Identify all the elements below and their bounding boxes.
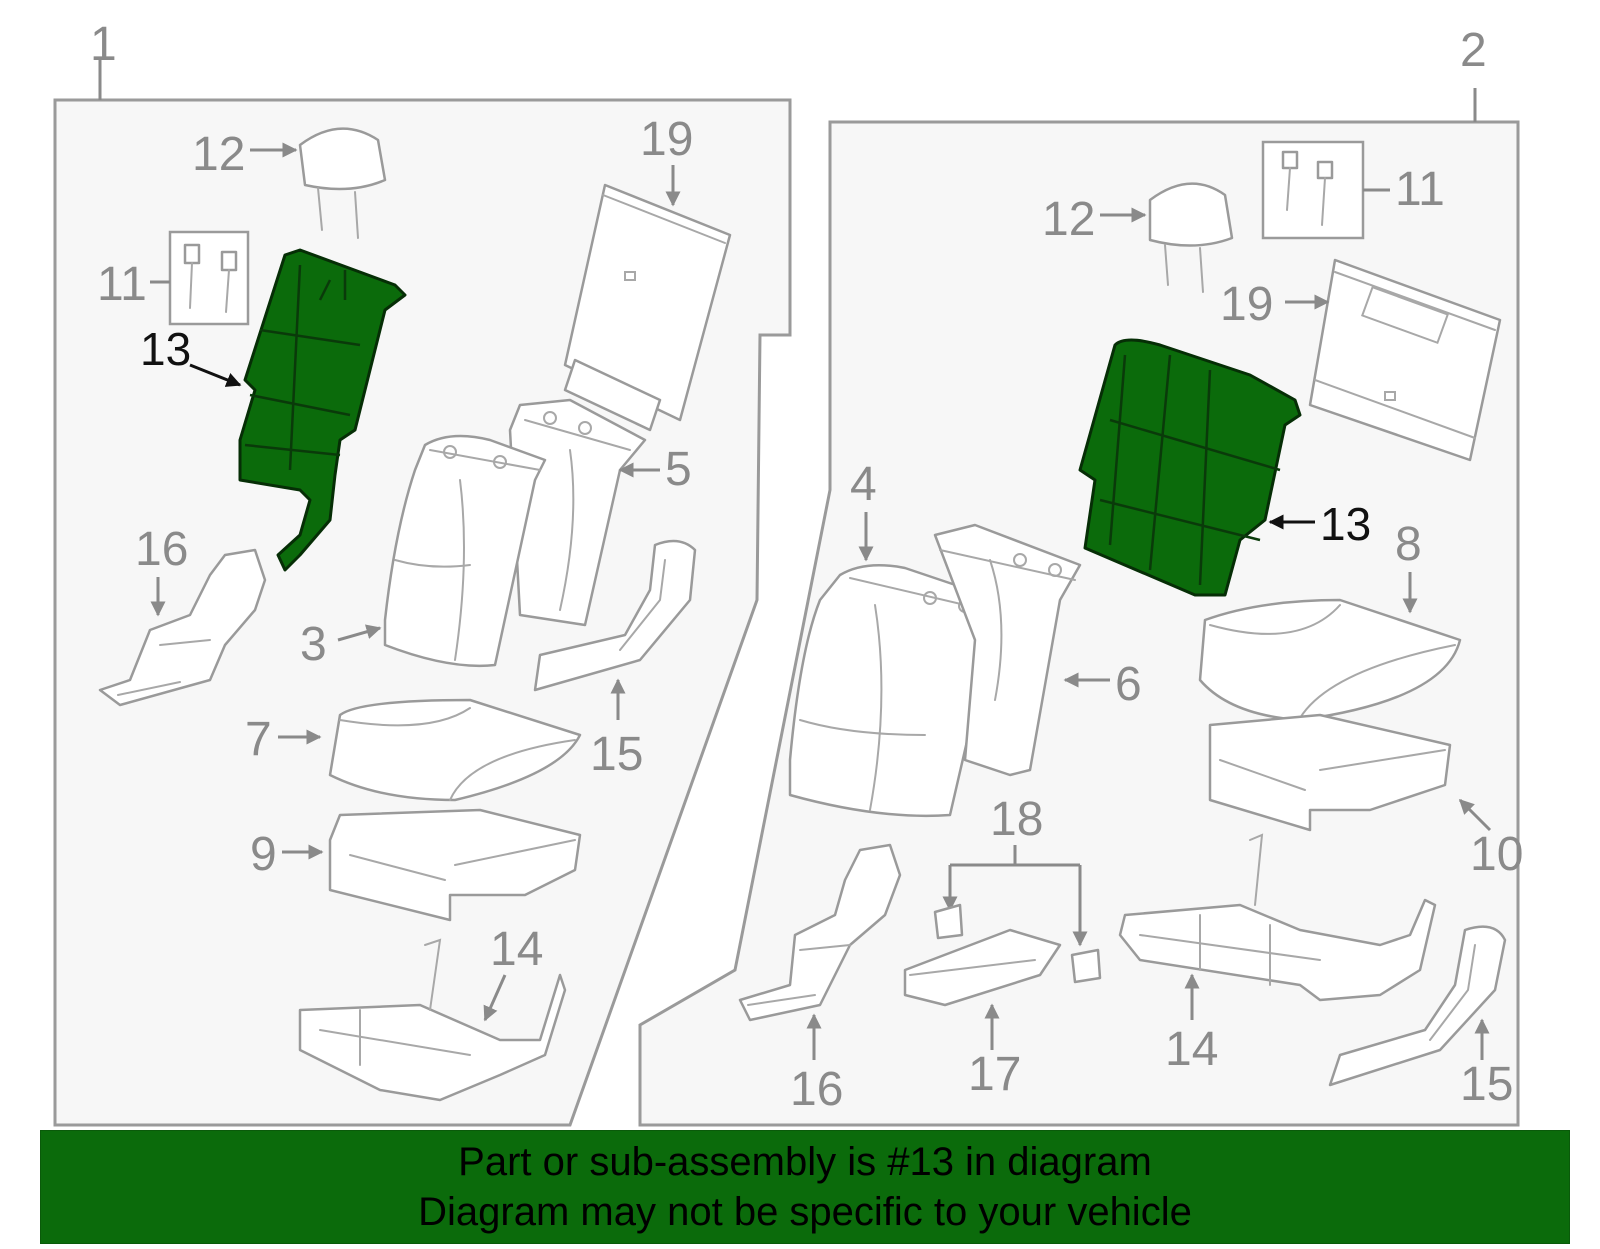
callout-11-right: 11 (1395, 163, 1445, 216)
banner-line-part-number: Part or sub-assembly is #13 in diagram (458, 1140, 1152, 1184)
seat-pad-part-9 (328, 808, 582, 922)
side-cover-part-15 (533, 539, 697, 692)
callout-6: 6 (1115, 658, 1142, 711)
side-trim-part-16-right (738, 843, 902, 1022)
back-panel-part-19-right (1308, 258, 1502, 462)
seat-pad-part-10 (1208, 713, 1452, 832)
headrest-part-12 (298, 127, 387, 239)
callout-16: 16 (135, 523, 188, 576)
info-banner: Part or sub-assembly is #13 in diagram D… (40, 1130, 1570, 1244)
headrest-part-12-right (1148, 182, 1234, 293)
callout-14: 14 (490, 923, 543, 976)
callout-12-right: 12 (1042, 193, 1095, 246)
right-panel: 2 11 12 19 (638, 24, 1523, 1127)
callout-19-right: 19 (1220, 278, 1273, 331)
callout-11: 11 (97, 258, 147, 311)
seat-cushion-part-7 (328, 698, 582, 802)
bolts-part-11-right (1261, 140, 1365, 240)
armrest-part-17 (903, 928, 1062, 1007)
bolts-part-11 (168, 230, 250, 326)
callout-17: 17 (968, 1048, 1021, 1101)
back-cushion-part-4 (788, 563, 1002, 818)
callout-19: 19 (640, 113, 693, 166)
callout-18: 18 (990, 793, 1043, 846)
callout-16-right: 16 (790, 1063, 843, 1116)
back-cushion-part-3 (383, 434, 547, 668)
callout-10: 10 (1470, 828, 1523, 881)
callout-3: 3 (300, 618, 327, 671)
callout-14-right: 14 (1165, 1023, 1218, 1076)
side-cover-part-15-right (1328, 925, 1507, 1087)
seat-cushion-part-8 (1198, 598, 1462, 722)
bracket-part-18 (933, 845, 1102, 984)
callout-7: 7 (245, 713, 272, 766)
callout-4: 4 (850, 458, 877, 511)
callout-5: 5 (665, 443, 692, 496)
callout-15: 15 (590, 728, 643, 781)
callout-13: 13 (140, 323, 191, 375)
seat-frame-part-14-right (1118, 833, 1437, 1002)
panel-label-2: 2 (1460, 24, 1487, 77)
callout-8: 8 (1395, 518, 1422, 571)
callout-13-right: 13 (1320, 498, 1371, 550)
side-trim-part-16 (98, 548, 267, 707)
back-cover-part-6 (933, 523, 1082, 777)
callout-12: 12 (192, 128, 245, 181)
back-panel-part-19 (563, 183, 732, 432)
seat-frame-part-14 (298, 938, 567, 1102)
banner-line-disclaimer: Diagram may not be specific to your vehi… (418, 1190, 1192, 1234)
seatback-frame-part-13-highlighted (238, 248, 407, 572)
left-panel: 1 12 11 13 (53, 18, 792, 1127)
seatback-frame-part-13-highlighted-right (1078, 338, 1302, 597)
callout-15-right: 15 (1460, 1058, 1513, 1111)
callout-9: 9 (250, 828, 277, 881)
panel-label-1: 1 (90, 18, 117, 71)
